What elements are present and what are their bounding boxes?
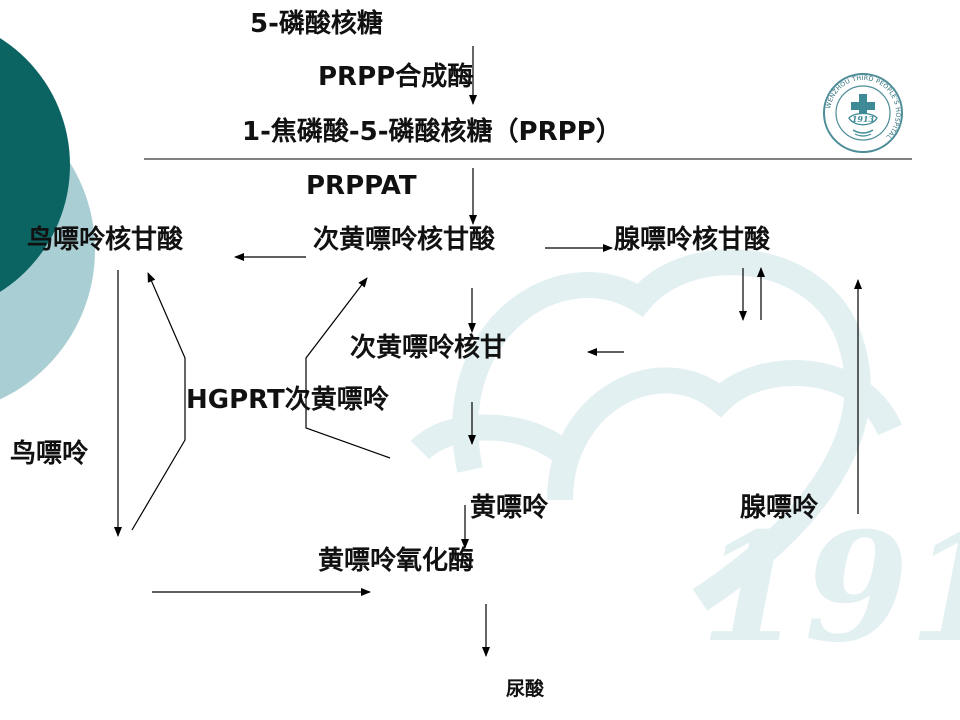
node-adenine: 腺嘌呤 [740, 493, 819, 523]
node-ribose-5-phosphate: 5-磷酸核糖 [250, 9, 383, 39]
node-imp: 次黄嘌呤核甘酸 [313, 225, 496, 255]
dark-teal-circle [0, 38, 70, 292]
node-prpp-synthase: PRPP合成酶 [318, 62, 474, 92]
salvage-bracket-guanine [131, 272, 186, 531]
node-xanthine-oxidase: 黄嘌呤氧化酶 [318, 546, 475, 576]
node-gmp: 鸟嘌呤核甘酸 [27, 225, 184, 255]
node-guanine: 鸟嘌呤 [10, 439, 89, 469]
logo-year: 1913 [852, 114, 875, 124]
heart-watermark [410, 249, 902, 611]
node-prpp: 1-焦磷酸-5-磷酸核糖（PRPP） [242, 117, 622, 147]
node-prppat: PRPPAT [306, 171, 417, 201]
node-amp: 腺嘌呤核甘酸 [614, 225, 771, 255]
node-inosine: 次黄嘌呤核甘 [350, 333, 507, 363]
salvage-bracket-hypoxanthine [305, 277, 391, 459]
node-xanthine: 黄嘌呤 [470, 493, 549, 523]
node-hgprt-hypoxanthine: HGPRT次黄嘌呤 [186, 385, 389, 415]
watermark-year: 1913 [700, 500, 960, 676]
hospital-logo-icon: WENZHOU THIRD PEOPLE'S HOSPITAL 1913 [823, 73, 903, 153]
node-uric-acid: 尿酸 [506, 678, 545, 700]
